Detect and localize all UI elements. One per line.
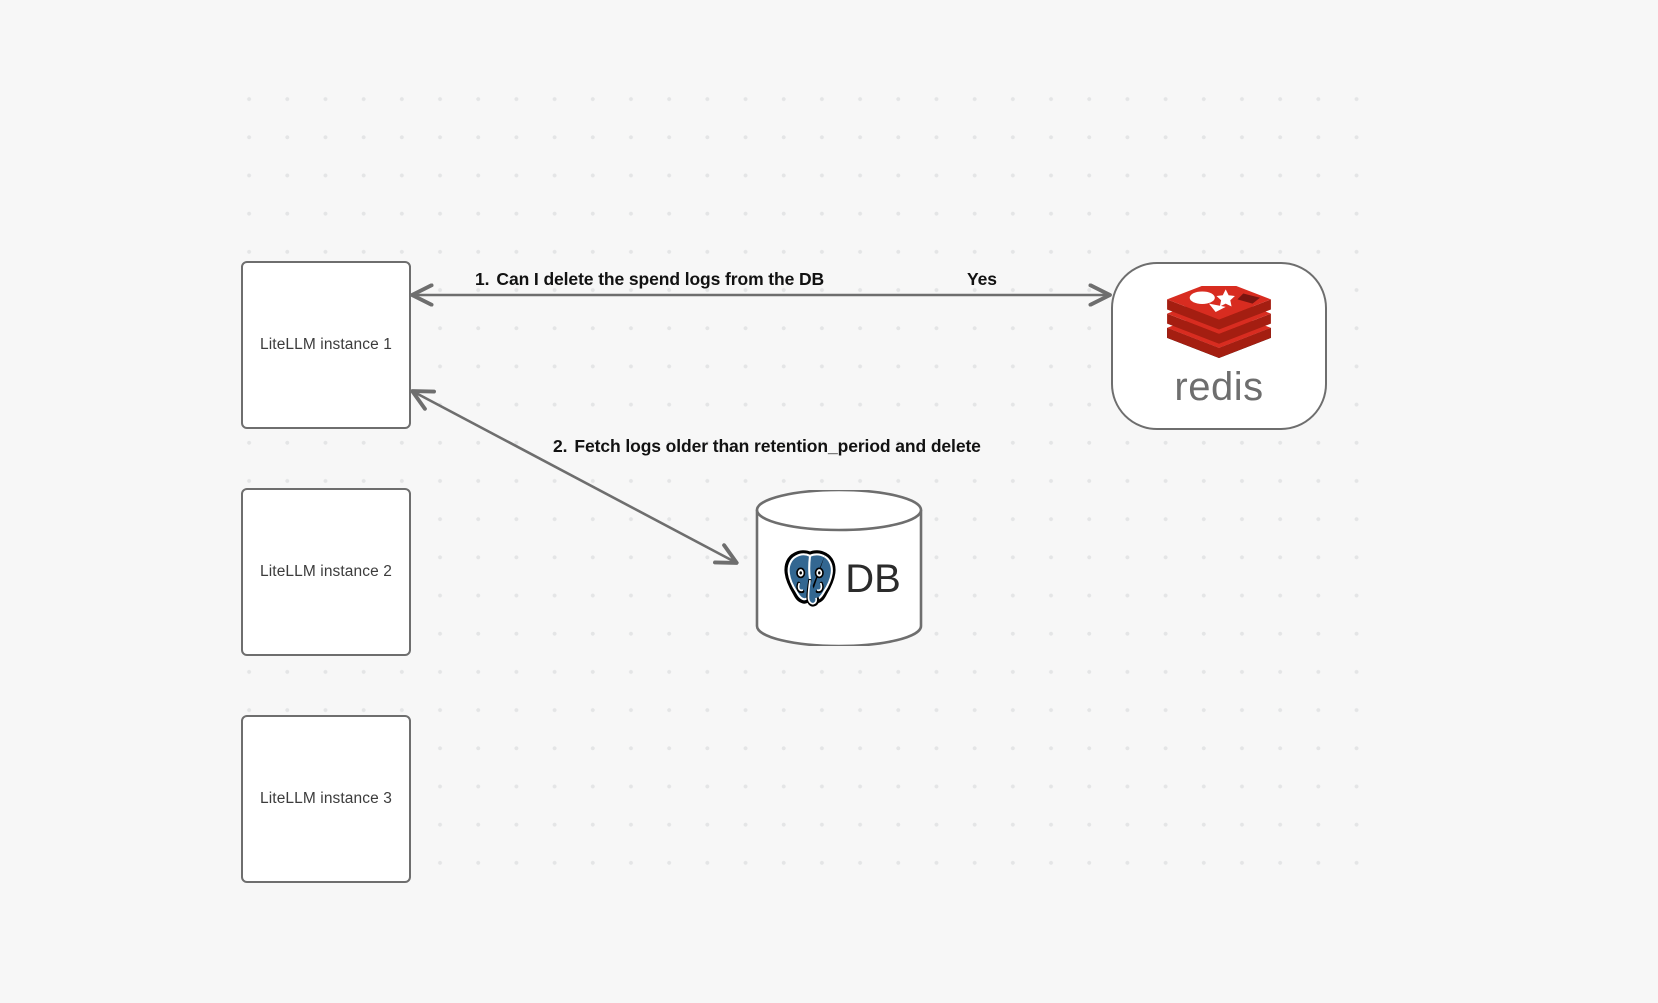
node-redis[interactable]: redis bbox=[1111, 262, 1327, 430]
edge-label-1-reply-text: Yes bbox=[967, 269, 997, 289]
postgres-elephant-svg bbox=[784, 549, 836, 607]
edge-label-1-number: 1. bbox=[475, 269, 490, 289]
redis-logo-svg bbox=[1167, 278, 1271, 358]
edge-label-1-text: Can I delete the spend logs from the DB bbox=[496, 269, 825, 289]
redis-wordmark: redis bbox=[1174, 364, 1264, 409]
node-litellm-instance-3[interactable]: LiteLLM instance 3 bbox=[241, 715, 411, 883]
edge-db-litellm1 bbox=[410, 389, 739, 565]
node-label: LiteLLM instance 2 bbox=[260, 563, 392, 580]
node-litellm-instance-2[interactable]: LiteLLM instance 2 bbox=[241, 488, 411, 656]
postgresql-elephant-icon bbox=[777, 544, 843, 615]
edge-label-2: 2. Fetch logs older than retention_period… bbox=[553, 436, 981, 457]
redis-stack-icon bbox=[1165, 278, 1273, 363]
db-cylinder-svg bbox=[755, 488, 923, 648]
edge-label-1: 1. Can I delete the spend logs from the D… bbox=[475, 269, 824, 290]
edge-label-2-number: 2. bbox=[553, 436, 568, 456]
node-db[interactable]: DB bbox=[753, 488, 925, 648]
node-label: LiteLLM instance 3 bbox=[260, 790, 392, 807]
edge-label-2-text: Fetch logs older than retention_period a… bbox=[574, 436, 981, 456]
node-litellm-instance-1[interactable]: LiteLLM instance 1 bbox=[241, 261, 411, 429]
edge-label-1-reply: Yes bbox=[967, 269, 997, 290]
db-logo-row: DB bbox=[753, 542, 925, 616]
db-label: DB bbox=[845, 557, 901, 601]
node-label: LiteLLM instance 1 bbox=[260, 336, 392, 353]
